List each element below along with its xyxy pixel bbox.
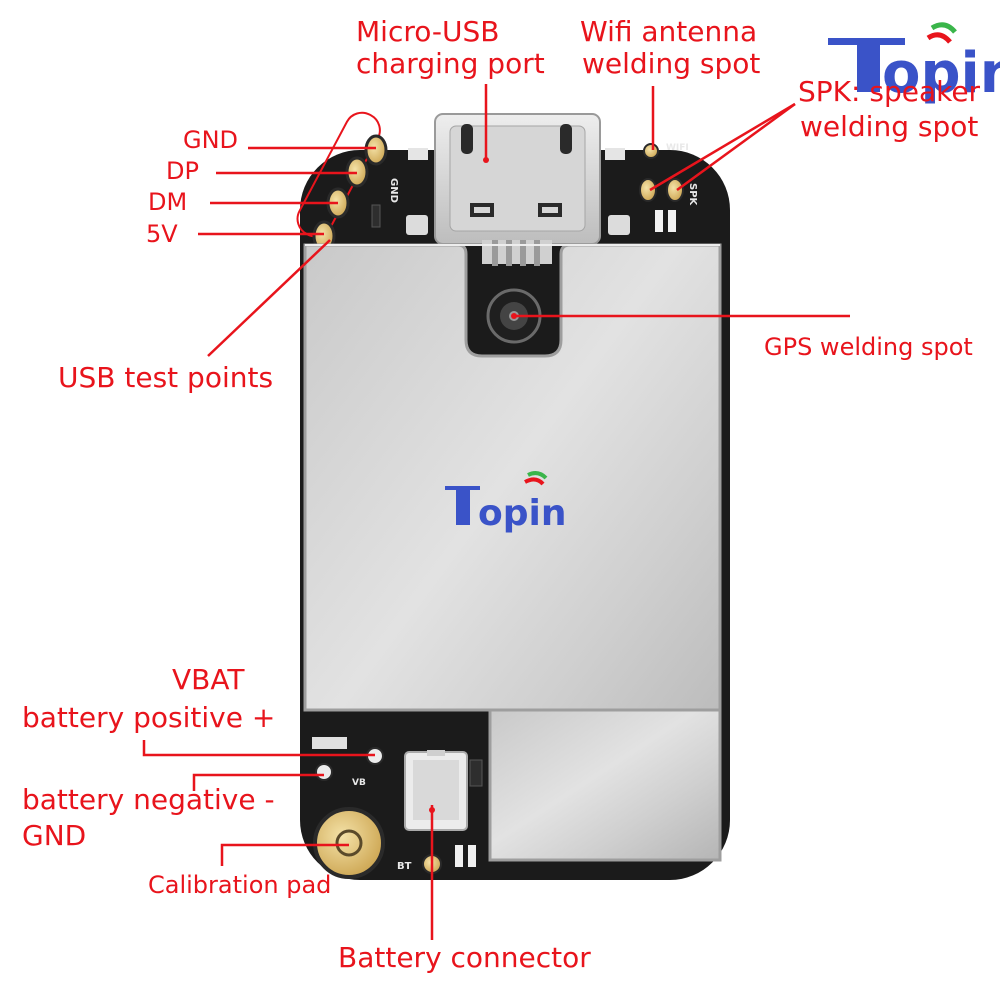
label-battery-connector: Battery connector [338,941,591,974]
label-micro-usb-line1: Micro-USB [356,15,500,48]
silk-gnd: GND [388,178,399,203]
smd-component [655,210,663,232]
smd-component [468,845,476,867]
logo-text: opin [882,41,1000,106]
micro-usb-connector [434,113,601,266]
smd-component [668,210,676,232]
line-spk-1 [649,102,796,192]
smd-component [605,148,625,160]
speaker-pad-1 [639,178,657,202]
label-5v: 5V [146,220,178,248]
shield-logo-text: opin [478,493,566,534]
battery-connector [404,750,468,831]
calibration-pad-ring [335,829,363,857]
topin-logo: opin [828,22,1000,106]
label-micro-usb-line2: charging port [356,47,545,80]
smd-component [469,759,483,787]
wifi-antenna-pad [643,143,659,159]
shield-topin-logo: opin [445,471,566,534]
usb-test-pads [312,134,388,252]
label-gnd: GND [183,126,239,154]
speaker-pad-2 [666,178,684,202]
label-gps: GPS welding spot [764,333,973,361]
silk-vbat: VB [352,778,366,788]
pad-gnd [364,134,388,166]
label-wifi-line2: welding spot [582,47,761,80]
label-battery-negative-line2: GND [22,819,87,852]
label-dp: DP [166,157,199,185]
label-spk-line1: SPK: speaker [798,75,981,108]
callout-dots [429,157,517,813]
shield-lower [488,708,722,862]
label-calibration-pad: Calibration pad [148,871,332,899]
smd-component [608,215,630,235]
label-battery-negative-line1: battery negative - [22,783,275,816]
line-calibration [220,843,349,866]
smd-component [406,215,428,235]
silk-bat: BT [397,861,412,872]
gnd-pad [315,763,333,781]
label-vbat-line1: VBAT [172,663,245,696]
smd-component [408,148,428,160]
label-spk-line2: welding spot [800,110,979,143]
line-vbat [142,740,375,757]
smd-component [312,737,347,749]
line-gnd-pad [192,773,324,791]
label-vbat-line2: battery positive + [22,701,276,734]
label-wifi-line1: Wifi antenna [580,15,758,48]
smd-component [455,845,463,867]
callout-lines [142,84,850,940]
line-spk-2 [676,102,796,192]
line-usb-test [207,239,331,357]
smd-component [371,204,381,228]
label-usb-test-points: USB test points [58,361,274,394]
silk-spk: SPK [687,183,698,207]
label-dm: DM [148,188,188,216]
silk-wifi: WIFI [666,143,689,153]
calibration-pad [313,807,385,879]
